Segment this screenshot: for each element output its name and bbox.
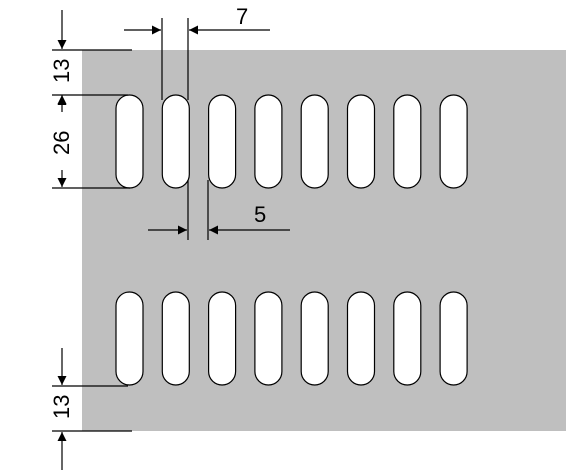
slot <box>300 291 329 386</box>
slot <box>115 291 144 386</box>
dimension-slot-height-label: 26 <box>49 131 74 155</box>
slot <box>346 94 376 189</box>
slot <box>254 94 283 189</box>
slot <box>254 291 283 386</box>
dimension-slot-pitch-label: 7 <box>236 4 248 29</box>
slot <box>208 94 237 189</box>
dimension-slot-width-label: 5 <box>254 202 266 227</box>
slot <box>439 94 468 189</box>
slot <box>393 291 422 386</box>
slot-grid <box>115 94 468 386</box>
dimension-slot-pitch <box>124 18 270 100</box>
slot <box>115 94 144 189</box>
dimension-top-margin <box>52 10 132 104</box>
slot <box>300 94 329 189</box>
slot <box>346 291 376 386</box>
slot <box>161 291 190 386</box>
slot <box>393 94 422 189</box>
slot <box>439 291 468 386</box>
dimension-slot-height <box>52 96 130 189</box>
dimension-bottom-margin <box>52 348 132 470</box>
dimension-slot-width <box>148 180 290 240</box>
slot <box>208 291 237 386</box>
dimension-bottom-margin-label: 13 <box>49 395 74 419</box>
dimension-top-margin-label: 13 <box>49 59 74 83</box>
slot <box>161 94 190 189</box>
